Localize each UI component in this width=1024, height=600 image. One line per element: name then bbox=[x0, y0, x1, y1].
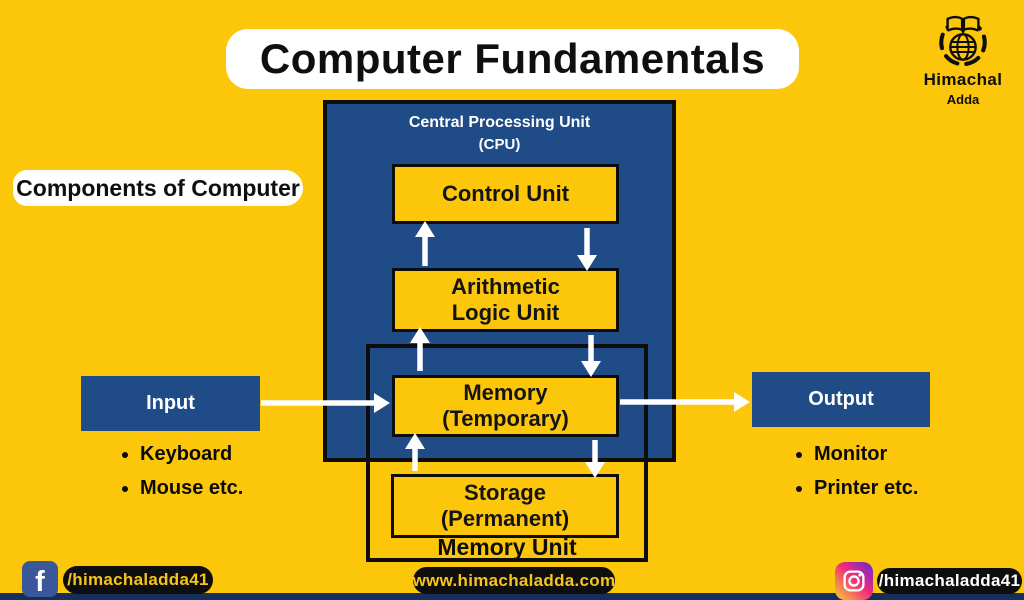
alu-label-line1: Arithmetic bbox=[451, 274, 560, 300]
facebook-handle-text: /himachaladda41 bbox=[67, 570, 209, 589]
website-text: www.himachaladda.com bbox=[412, 570, 616, 590]
instagram-icon bbox=[835, 562, 873, 600]
facebook-icon: f bbox=[22, 561, 58, 597]
input-label: Input bbox=[146, 392, 195, 414]
alu-box: Arithmetic Logic Unit bbox=[392, 268, 619, 332]
instagram-handle-text: /himachaladda41 bbox=[878, 571, 1021, 590]
memory-unit-outline bbox=[366, 344, 648, 562]
storage-label-line2: (Permanent) bbox=[440, 506, 570, 531]
subtitle-pill: Components of Computer bbox=[13, 170, 303, 206]
control-unit-label: Control Unit bbox=[441, 181, 570, 207]
brand-name: Himachal bbox=[923, 70, 1003, 89]
book-globe-icon bbox=[939, 15, 987, 67]
memory-box: Memory (Temporary) bbox=[392, 375, 619, 437]
output-devices-list: Monitor Printer etc. bbox=[814, 443, 918, 511]
bottom-strip bbox=[0, 593, 1024, 600]
cpu-title: Central Processing Unit (CPU) bbox=[323, 114, 676, 153]
brand-subname: Adda bbox=[946, 91, 980, 107]
list-item: Keyboard bbox=[140, 443, 243, 466]
subtitle-text: Components of Computer bbox=[16, 174, 300, 201]
list-item: Printer etc. bbox=[814, 477, 918, 500]
page-title: Computer Fundamentals bbox=[226, 29, 799, 89]
cpu-title-line2: (CPU) bbox=[478, 136, 521, 153]
storage-box: Storage (Permanent) bbox=[391, 474, 619, 538]
facebook-f-glyph: f bbox=[35, 566, 45, 599]
list-item: Monitor bbox=[814, 443, 918, 466]
page-title-text: Computer Fundamentals bbox=[259, 35, 766, 82]
cpu-title-line1: Central Processing Unit bbox=[408, 114, 591, 131]
output-box: Output bbox=[752, 372, 930, 427]
instagram-camera-icon bbox=[843, 570, 865, 592]
storage-label-line1: Storage bbox=[464, 480, 546, 506]
input-box: Input bbox=[81, 376, 260, 431]
facebook-handle-pill: /himachaladda41 bbox=[63, 566, 213, 594]
memory-unit-label: Memory Unit bbox=[437, 534, 577, 560]
input-devices-list: Keyboard Mouse etc. bbox=[140, 443, 243, 511]
instagram-handle-pill: /himachaladda41 bbox=[877, 568, 1022, 594]
control-unit-box: Control Unit bbox=[392, 164, 619, 224]
alu-label-line2: Logic Unit bbox=[451, 300, 560, 325]
list-item: Mouse etc. bbox=[140, 477, 243, 500]
memory-label-line1: Memory bbox=[463, 380, 548, 406]
memory-label-line2: (Temporary) bbox=[442, 406, 569, 431]
brand-logo: Himachal Adda bbox=[920, 8, 1006, 107]
website-pill: www.himachaladda.com bbox=[413, 567, 615, 594]
output-label: Output bbox=[808, 388, 874, 410]
